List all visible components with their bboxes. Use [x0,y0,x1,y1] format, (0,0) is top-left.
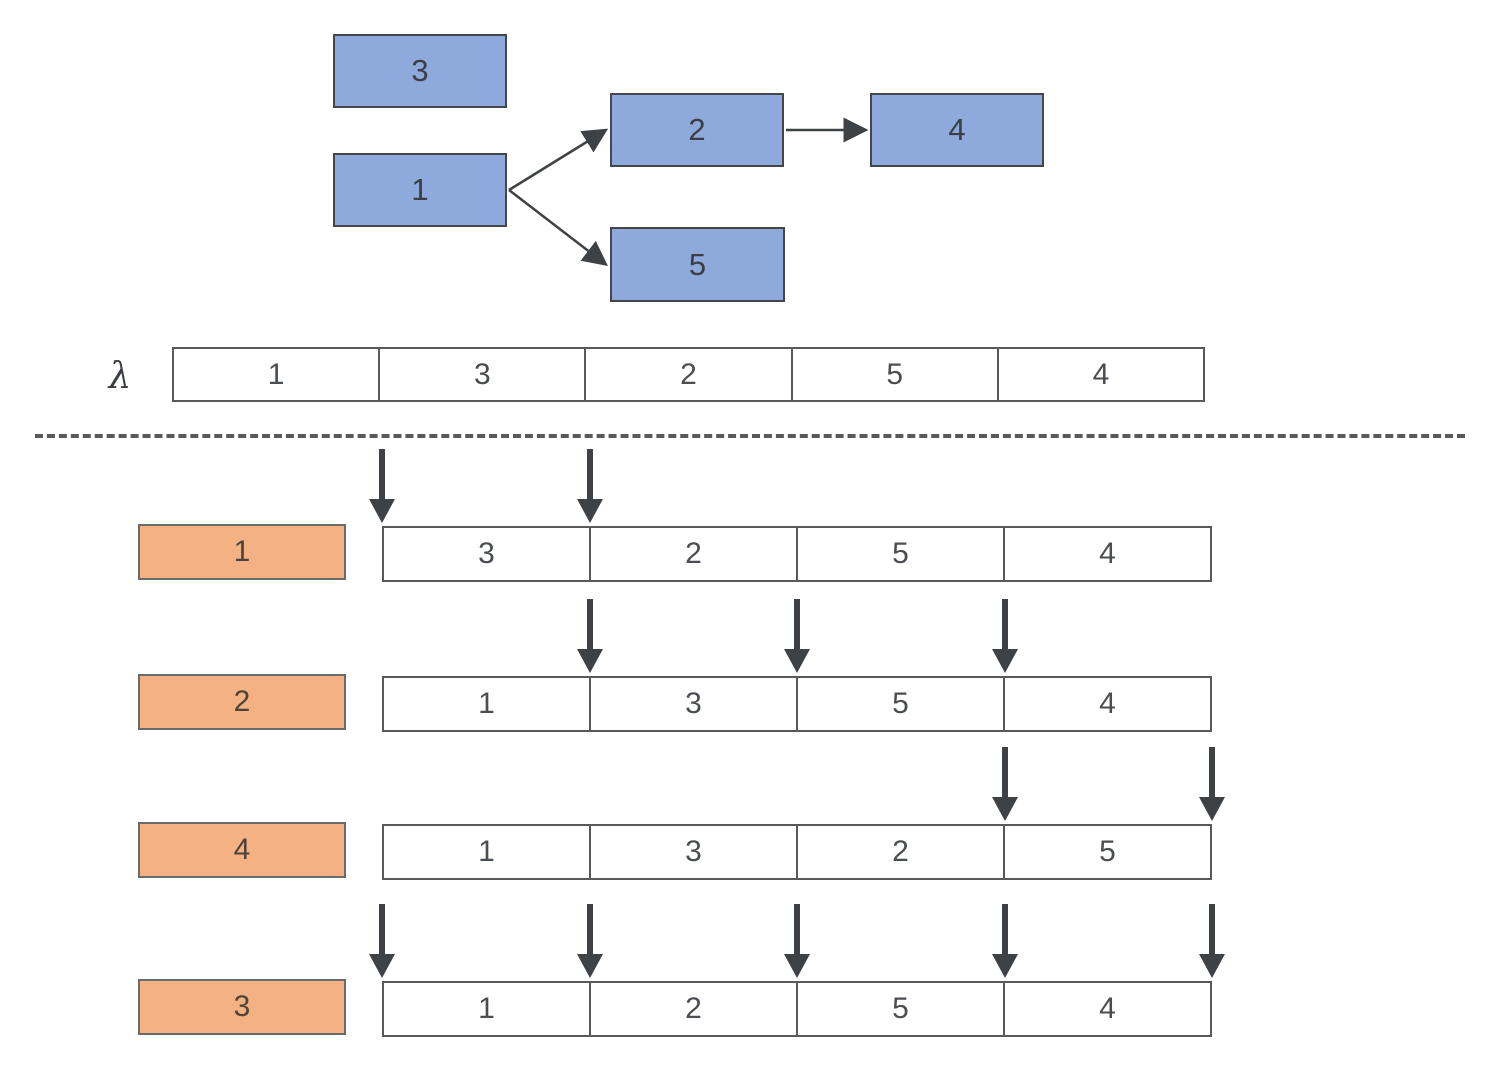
down-arrow-icon [369,904,395,978]
sequence-cell: 4 [1003,983,1210,1035]
arrow-head [576,649,603,673]
dag-node-5: 5 [610,227,785,302]
down-arrow-icon [576,904,603,978]
arrow-head [369,954,395,978]
arrow-shaft [379,904,385,956]
insertion-row-3: 1 2 5 4 [382,981,1212,1037]
dag-node-3: 3 [333,34,507,108]
sequence-cell: 5 [796,678,1003,730]
arrow-shaft [1001,904,1008,956]
arrow-shaft [1001,599,1008,651]
row-label-box-4: 4 [138,822,346,878]
insertion-row-4: 1 3 2 5 [382,824,1212,880]
arrow-shaft [586,599,593,651]
sequence-cell: 1 [478,992,495,1025]
sequence-cell: 4 [1003,678,1210,730]
sequence-cell: 5 [796,528,1003,580]
insertion-row-1: 3 2 5 4 [382,526,1212,582]
sequence-cell: 3 [589,826,796,878]
sequence-cell: 5 [1003,826,1210,878]
arrow-head [1199,954,1225,978]
down-arrow-icon [991,747,1018,821]
dag-node-2: 2 [610,93,784,167]
arrow-head [784,649,810,673]
sequence-cell: 2 [796,826,1003,878]
insertion-row-2: 1 3 5 4 [382,676,1212,732]
sequence-cell: 1 [267,357,285,391]
arrow-head [369,499,395,523]
arrow-shaft [1001,747,1008,799]
arrow-shaft [586,449,593,501]
dag-edge-1-2 [508,128,609,192]
sequence-cell: 5 [796,983,1003,1035]
down-arrow-icon [369,449,395,523]
arrow-head [991,954,1018,978]
sequence-cell: 2 [589,528,796,580]
arrow-head [1199,797,1225,821]
arrow-head [576,954,603,978]
dag-node-1: 1 [333,153,507,227]
dag-edge-1-5 [508,189,608,267]
sequence-cell: 1 [478,835,495,868]
arrow-head [991,797,1018,821]
sequence-cell: 4 [1003,528,1210,580]
arrow-shaft [794,904,800,956]
arrow-shaft [1209,904,1215,956]
lambda-label: λ [108,355,132,397]
arrow-head [784,954,810,978]
down-arrow-icon [1199,747,1225,821]
sequence-cell: 2 [584,349,790,400]
down-arrow-icon [576,599,603,673]
down-arrow-icon [1199,904,1225,978]
down-arrow-icon [784,904,810,978]
sequence-cell: 5 [790,349,997,400]
sequence-cell: 3 [589,678,796,730]
down-arrow-icon [576,449,603,523]
arrow-shaft [1209,747,1215,799]
dashed-divider [35,434,1465,438]
arrow-shaft [586,904,593,956]
row-label-box-3: 3 [138,979,346,1035]
sequence-cell: 3 [378,349,584,400]
sequence-cell: 3 [478,537,495,570]
sequence-cell: 1 [478,687,495,720]
down-arrow-icon [991,599,1018,673]
row-label-box-2: 2 [138,674,346,730]
arrow-head [576,499,603,523]
dag-node-4: 4 [870,93,1044,167]
down-arrow-icon [991,904,1018,978]
row-label-box-1: 1 [138,524,346,580]
arrow-shaft [379,449,385,501]
arrow-shaft [794,599,800,651]
arrow-head [991,649,1018,673]
down-arrow-icon [784,599,810,673]
sequence-cell: 2 [589,983,796,1035]
sequence-cell: 4 [996,349,1203,400]
lambda-sequence: 1 3 2 5 4 [172,347,1205,402]
